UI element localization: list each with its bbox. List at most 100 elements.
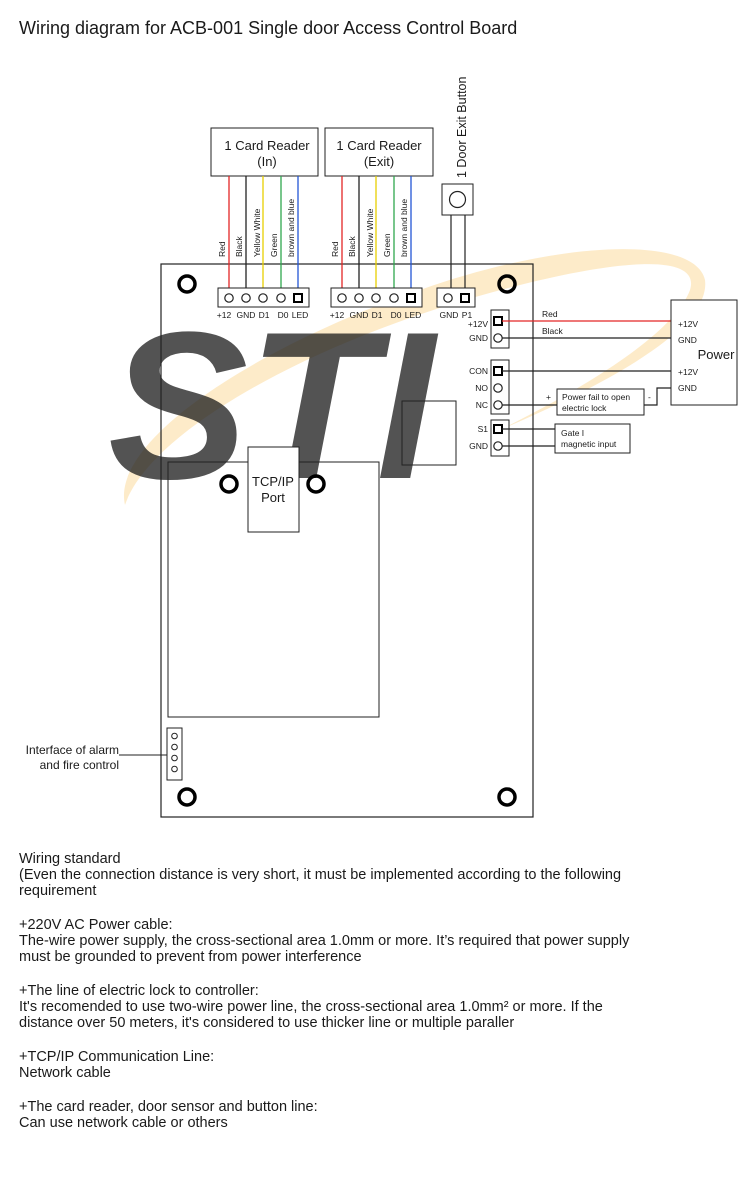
lock-pin-nc bbox=[493, 400, 503, 410]
note-text: must be grounded to prevent from power i… bbox=[19, 949, 362, 965]
gate-sensor-line-1: Gate I bbox=[561, 428, 584, 438]
gate-sensor: Gate I magnetic input bbox=[554, 423, 631, 454]
lock-pin-label-no: NO bbox=[475, 383, 488, 393]
mount-hole-br bbox=[497, 787, 517, 807]
sensor-pin-label-gnd: GND bbox=[469, 441, 488, 451]
note-tcpip-line: +TCP/IP Communication Line: Network cabl… bbox=[19, 1049, 731, 1081]
alarm-pin-2 bbox=[171, 743, 178, 751]
note-heading: +The card reader, door sensor and button… bbox=[19, 1099, 318, 1115]
power-input-terminal: +12V GND Red Black bbox=[468, 309, 671, 349]
note-heading: +The line of electric lock to controller… bbox=[19, 983, 259, 999]
wiring-diagram: STI TCP/IP Port 1 Card Reader (In) Red B… bbox=[26, 77, 738, 818]
reader-in-wire-label-4: Green bbox=[269, 233, 279, 257]
reader-exit-wire-label-1: Red bbox=[330, 241, 340, 257]
power-pin-gnd bbox=[493, 333, 503, 343]
note-text: distance over 50 meters, it's considered… bbox=[19, 1015, 515, 1031]
reader-in-pin-label-2: GND bbox=[237, 310, 256, 320]
card-reader-exit-title: 1 Card Reader bbox=[336, 138, 422, 153]
exit-button-label: 1 Door Exit Button bbox=[455, 77, 469, 178]
wiring-notes: Wiring standard (Even the connection dis… bbox=[19, 851, 731, 1149]
card-reader-in-title: 1 Card Reader bbox=[224, 138, 310, 153]
sensor-pin-s1 bbox=[493, 424, 503, 434]
reader-in-pin-5 bbox=[293, 293, 303, 303]
card-reader-exit: 1 Card Reader (Exit) Red Black Yellow Wh… bbox=[324, 127, 434, 320]
door-sensor-terminal: S1 GND bbox=[469, 419, 555, 457]
power-pin-12v bbox=[493, 316, 503, 326]
card-reader-in-subtitle: (In) bbox=[257, 154, 277, 169]
tcpip-hole-right bbox=[306, 474, 326, 494]
exit-button-pin-label-2: P1 bbox=[462, 310, 473, 320]
note-power-cable: +220V AC Power cable: The-wire power sup… bbox=[19, 917, 731, 965]
note-text: It's recomended to use two-wire power li… bbox=[19, 999, 603, 1015]
exit-button-knob bbox=[448, 190, 467, 209]
note-text: Can use network cable or others bbox=[19, 1115, 228, 1131]
sensor-pin-gnd bbox=[493, 441, 503, 451]
power-supply-pin-3: +12V bbox=[678, 367, 698, 377]
note-heading: +TCP/IP Communication Line: bbox=[19, 1049, 215, 1065]
lock-pin-con bbox=[493, 366, 503, 376]
reader-in-pin-label-3: D1 bbox=[259, 310, 270, 320]
power-pin-label-12v: +12V bbox=[468, 319, 488, 329]
reader-in-pin-label-4: D0 bbox=[278, 310, 289, 320]
alarm-pin-4 bbox=[171, 765, 178, 773]
note-lock-line: +The line of electric lock to controller… bbox=[19, 983, 731, 1031]
reader-exit-pin-3 bbox=[371, 293, 381, 303]
reader-in-pin-2 bbox=[241, 293, 251, 303]
reader-in-pin-3 bbox=[258, 293, 268, 303]
reader-exit-pin-4 bbox=[389, 293, 399, 303]
alarm-connector bbox=[166, 727, 183, 781]
lock-relay-terminal: CON NO NC bbox=[469, 359, 671, 415]
mount-hole-tl bbox=[177, 274, 197, 294]
reader-in-pin-label-1: +12 bbox=[217, 310, 232, 320]
gate-sensor-line-2: magnetic input bbox=[561, 439, 617, 449]
mount-hole-tr bbox=[497, 274, 517, 294]
electric-lock-box bbox=[556, 388, 645, 416]
gate-sensor-box bbox=[554, 423, 631, 454]
electric-lock-plus: + bbox=[546, 392, 551, 402]
reader-exit-pin-label-2: GND bbox=[350, 310, 369, 320]
note-heading: +220V AC Power cable: bbox=[19, 917, 173, 933]
page-title: Wiring diagram for ACB-001 Single door A… bbox=[19, 18, 518, 38]
exit-button-box bbox=[441, 183, 474, 216]
chip bbox=[401, 400, 457, 466]
power-supply-pin-2: GND bbox=[678, 335, 697, 345]
alarm-label-2: and fire control bbox=[40, 758, 119, 772]
reader-in-wire-label-2: Black bbox=[234, 235, 244, 257]
tcpip-port bbox=[247, 446, 300, 533]
mount-hole-bl bbox=[177, 787, 197, 807]
exit-button-pin-label-1: GND bbox=[440, 310, 459, 320]
reader-exit-pin-1 bbox=[337, 293, 347, 303]
reader-exit-pin-5 bbox=[406, 293, 416, 303]
reader-in-wire-label-3: Yellow White bbox=[252, 208, 262, 257]
electric-lock-line-2: electric lock bbox=[562, 403, 607, 413]
alarm-label-1: Interface of alarm bbox=[26, 743, 119, 757]
exit-button-pin-2 bbox=[460, 293, 470, 303]
power-supply: Power +12V GND +12V GND bbox=[670, 299, 738, 406]
reader-exit-wire-label-4: Green bbox=[382, 233, 392, 257]
card-reader-exit-subtitle: (Exit) bbox=[364, 154, 394, 169]
power-supply-pin-1: +12V bbox=[678, 319, 698, 329]
note-text: Network cable bbox=[19, 1065, 111, 1081]
lock-pin-no bbox=[493, 383, 503, 393]
lock-pin-label-con: CON bbox=[469, 366, 488, 376]
electric-lock: Power fail to open electric lock + - bbox=[546, 388, 651, 416]
reader-exit-pin-label-5: LED bbox=[405, 310, 422, 320]
tcpip-label-2: Port bbox=[261, 490, 285, 505]
reader-in-pin-4 bbox=[276, 293, 286, 303]
power-wire-label-red: Red bbox=[542, 309, 558, 319]
lock-pin-label-nc: NC bbox=[476, 400, 488, 410]
note-text: The-wire power supply, the cross-section… bbox=[19, 933, 630, 949]
power-pin-label-gnd: GND bbox=[469, 333, 488, 343]
note-text: (Even the connection distance is very sh… bbox=[19, 867, 622, 883]
power-wire-label-black: Black bbox=[542, 326, 564, 336]
electric-lock-line-1: Power fail to open bbox=[562, 392, 630, 402]
alarm-interface: Interface of alarm and fire control bbox=[26, 727, 183, 781]
lock-wire-gnd bbox=[644, 387, 671, 406]
controller-board bbox=[160, 263, 534, 818]
reader-in-wire-label-5: brown and blue bbox=[286, 199, 296, 257]
reader-exit-wire-label-2: Black bbox=[347, 235, 357, 257]
reader-exit-pin-label-4: D0 bbox=[391, 310, 402, 320]
note-text: requirement bbox=[19, 883, 97, 899]
reader-exit-wire-label-3: Yellow White bbox=[365, 208, 375, 257]
alarm-pin-1 bbox=[171, 732, 178, 740]
